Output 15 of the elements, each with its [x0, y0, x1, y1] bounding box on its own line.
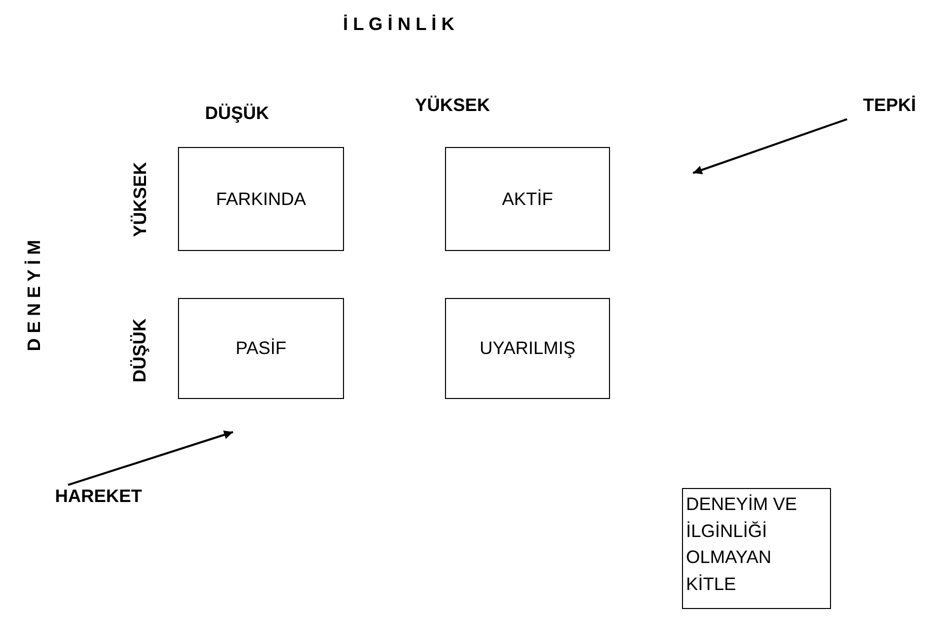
axis-label: DÜŞÜK: [130, 318, 151, 382]
axis-title: D E N E Y İ M: [24, 239, 45, 351]
arrow: [68, 430, 234, 486]
axis-label: DÜŞÜK: [205, 103, 270, 124]
arrow-label: TEPKİ: [863, 95, 916, 116]
axis-label: YÜKSEK: [415, 95, 490, 116]
quadrant-box: PASİF: [178, 298, 344, 399]
arrow: [692, 118, 848, 174]
quadrant-box: UYARILMIŞ: [445, 298, 610, 399]
arrow-label: HAREKET: [55, 486, 142, 507]
axis-title: İ L G İ N L İ K: [343, 14, 454, 35]
quadrant-box: AKTİF: [445, 147, 610, 251]
note-box: DENEYİM VE İLGİNLİĞİ OLMAYAN KİTLE: [682, 488, 831, 609]
quadrant-box: FARKINDA: [178, 147, 344, 251]
axis-label: YÜKSEK: [130, 162, 151, 236]
